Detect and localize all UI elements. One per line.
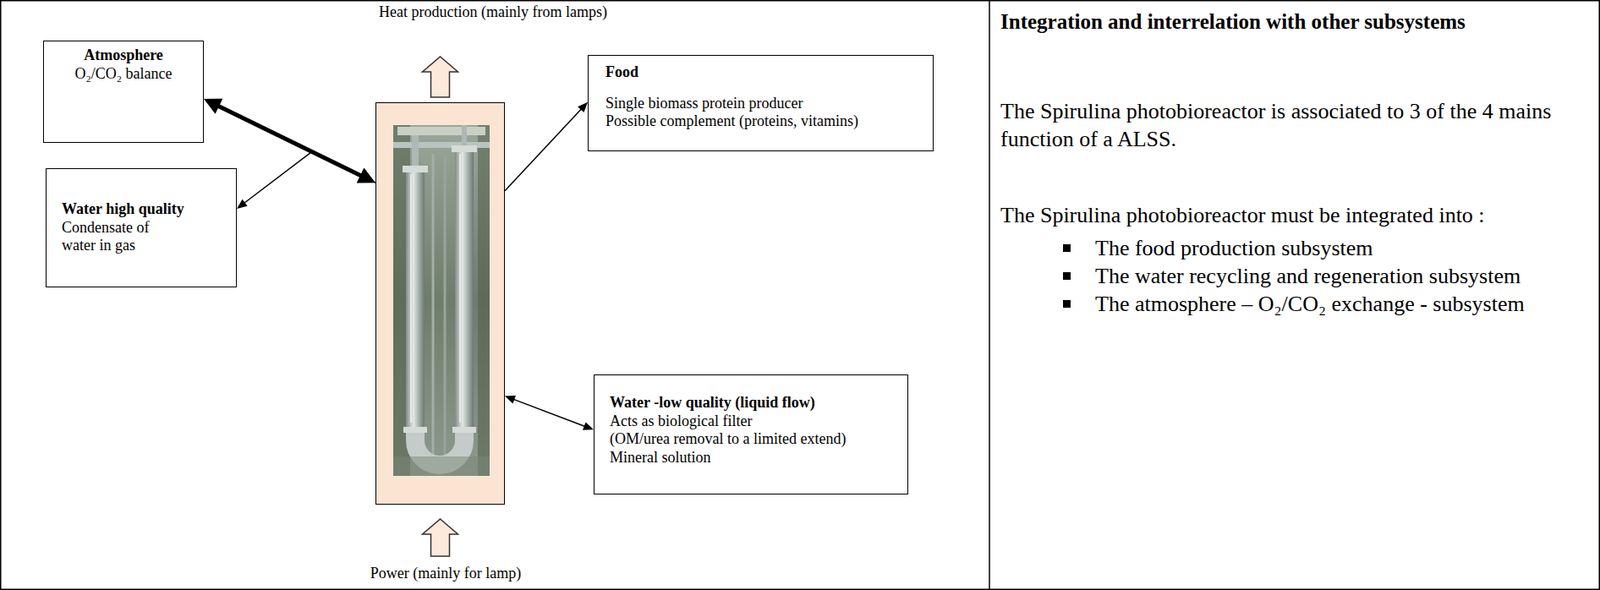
box-heading: Food [605, 63, 916, 83]
frame-divider [988, 0, 991, 590]
bullet-text: The water recycling and regeneration sub… [1095, 263, 1521, 289]
bullet-marker [1063, 300, 1071, 308]
arrowhead [236, 199, 248, 209]
bullet-item: The atmosphere – O₂/CO₂ exchange - subsy… [1000, 290, 1586, 318]
panel-heading: Integration and interrelation with other… [1000, 8, 1593, 36]
arrowhead [203, 98, 223, 115]
reactor-photo [393, 125, 490, 477]
connector-line [243, 151, 376, 203]
box-heading: Water high quality [61, 200, 221, 220]
output-label: Heat production (mainly from lamps) [375, 3, 611, 22]
arrowhead [582, 421, 594, 430]
connector [422, 56, 459, 98]
box-text: O₂/CO₂ balance [52, 65, 195, 84]
bullet-text: The atmosphere – O₂/CO₂ exchange - subsy… [1095, 291, 1525, 317]
box-heading: Water -low quality (liquid flow) [609, 394, 893, 413]
bullet-marker [1063, 272, 1071, 280]
box-text: Possible complement (proteins, vitamins) [605, 112, 916, 132]
connector [422, 519, 459, 557]
box-text: Power (mainly for lamp) [370, 564, 521, 584]
arrowhead [577, 102, 588, 113]
subsystem-box: FoodSingle biomass protein producerPossi… [587, 54, 934, 152]
subsystem-box: Water -low quality (liquid flow)Acts as … [593, 374, 909, 495]
input-label: Power (mainly for lamp) [367, 564, 525, 584]
bullet-text: The food production subsystem [1095, 235, 1374, 261]
panel-paragraph: The Spirulina photobioreactor is associa… [1000, 97, 1593, 154]
bullet-item: The water recycling and regeneration sub… [1000, 262, 1586, 291]
connector [236, 151, 376, 209]
box-text: (OM/urea removal to a limited extend) [609, 430, 893, 450]
connector-line [504, 108, 582, 191]
block-arrow [422, 56, 459, 98]
text-panel: Integration and interrelation with other… [1000, 8, 1593, 318]
connector-line [513, 399, 587, 428]
box-text: Mineral solution [609, 449, 893, 468]
reactor-ground [375, 102, 505, 505]
box-text: Single biomass protein producer [605, 94, 916, 114]
box-text: Heat production (mainly from lamps) [378, 3, 608, 22]
bullet-marker [1063, 244, 1071, 253]
panel-paragraph: The Spirulina photobioreactor must be in… [1000, 201, 1593, 230]
subsystem-box: Water high qualityCondensate of water in… [45, 168, 237, 288]
box-text: Condensate of water in gas [61, 219, 172, 256]
box-heading: Atmosphere [52, 46, 195, 66]
block-arrow [422, 519, 459, 557]
box-text: Acts as biological filter [609, 412, 893, 432]
bullet-item: The food production subsystem [1000, 234, 1586, 263]
photobioreactor [375, 102, 505, 505]
connector [504, 102, 588, 192]
subsystem-box: AtmosphereO₂/CO₂ balance [43, 40, 204, 143]
connector [504, 395, 594, 431]
arrowhead [504, 395, 516, 404]
